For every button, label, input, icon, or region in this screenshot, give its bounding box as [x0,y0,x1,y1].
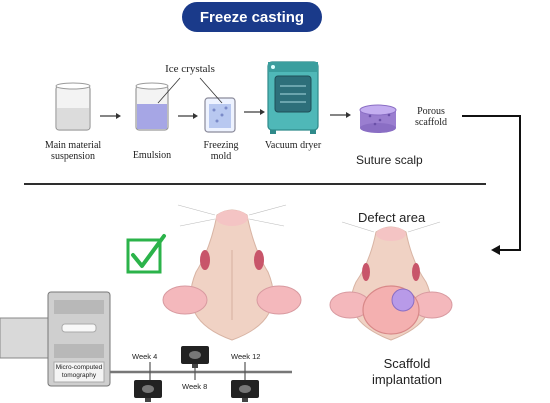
checkmark-icon [126,234,166,274]
micro-ct-device [0,291,111,387]
week-label: Week 8 [182,382,208,391]
monitor-icon [134,380,162,402]
suture-scalp-label: Suture scalp [356,153,423,167]
week-label: Week 4 [132,352,158,361]
arrow-icon [244,109,265,115]
beaker-emulsion [135,82,169,131]
week-label: Week 12 [231,352,261,361]
ice-crystals-label: Ice crystals [165,63,215,75]
defect-area-label: Defect area [358,210,426,225]
scaffold-implantation-label: Scaffold implantation [371,356,443,387]
pointer-line [157,77,181,104]
flow-line [462,115,521,251]
page-title: Freeze casting [182,2,322,32]
vacuum-dryer-label: Vacuum dryer [264,140,322,151]
monitor-icon [231,380,259,402]
freezing-mold-label: Freezing mold [203,140,239,162]
rat-head-sutured [162,204,302,341]
beaker-main-material [55,82,91,131]
arrow-icon [330,112,351,118]
porous-scaffold [359,104,397,133]
main-material-label: Main material suspension [44,140,102,162]
arrow-icon [100,113,121,119]
arrow-icon [491,245,500,255]
pointer-line [199,77,223,104]
arrow-icon [178,113,198,119]
rat-head-defect [329,221,453,341]
emulsion-label: Emulsion [132,150,172,161]
vacuum-dryer [267,61,319,134]
freezing-mold [204,97,236,133]
porous-scaffold-label: Porous scaffold [414,106,448,128]
micro-ct-label: Micro-computed tomography [55,364,103,379]
monitor-icon [181,346,209,368]
